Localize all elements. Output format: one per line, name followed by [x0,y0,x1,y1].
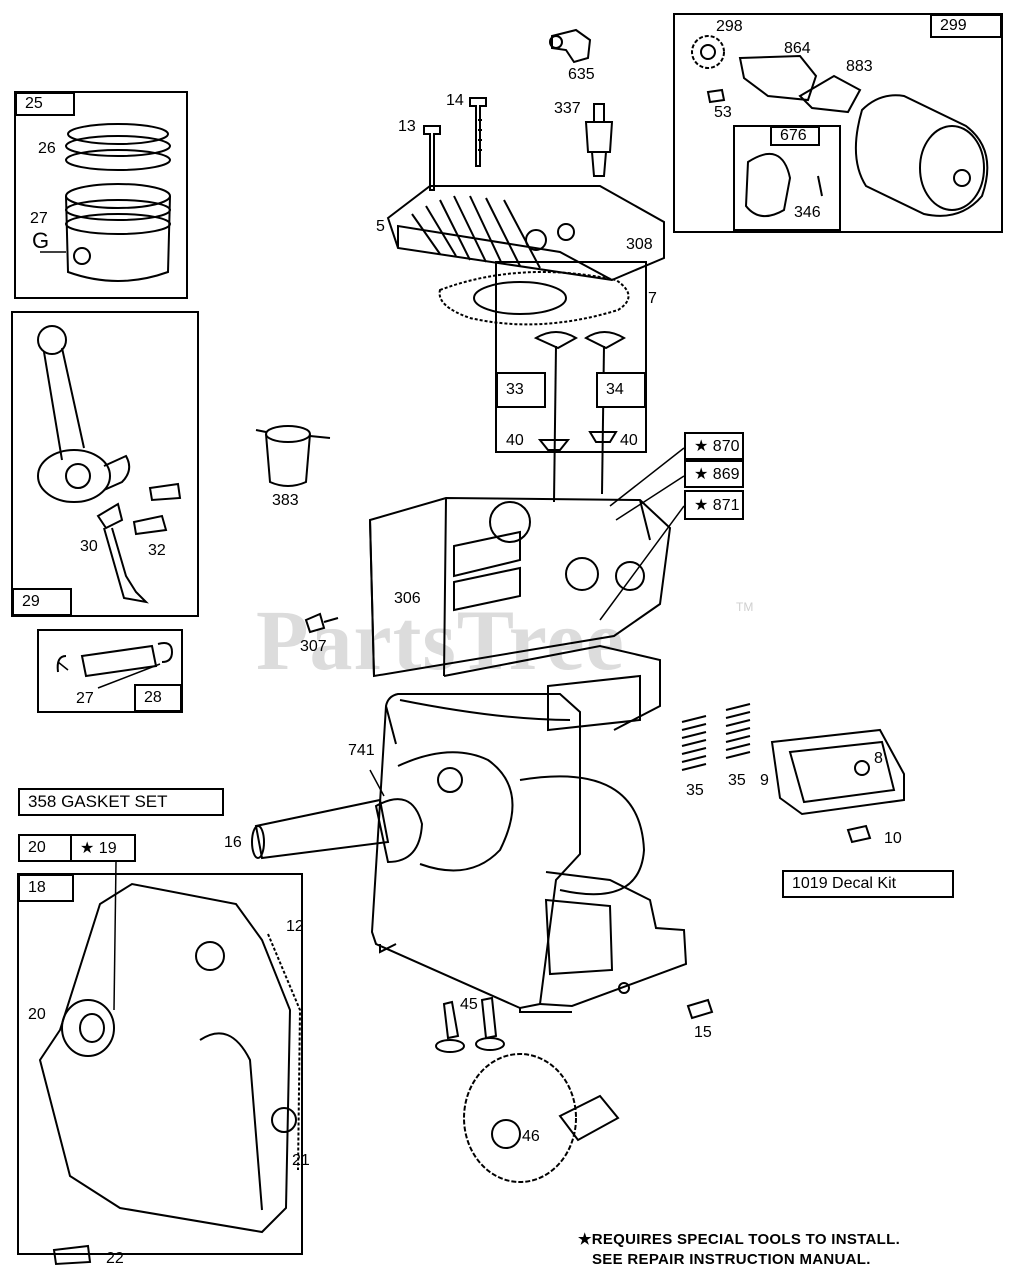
note-line-1: ★REQUIRES SPECIAL TOOLS TO INSTALL. [578,1231,901,1248]
gasket-set-label: 358 GASKET SET [18,788,224,816]
head-bolts [423,97,487,191]
crankshaft-741 [251,751,514,872]
part-label-35-left: 35 [686,782,704,799]
part-label-10: 10 [884,830,902,847]
part-label-26: 26 [38,140,56,157]
piston-box-frame [14,91,188,299]
part-label-864: 864 [784,40,811,57]
leader-lines [40,251,685,1011]
starter-box-frame [673,13,1003,233]
part-label-15: 15 [694,1024,712,1041]
part-label-346: 346 [794,204,821,221]
special-tool-869: ★ 869 [684,460,744,488]
part-label-308: 308 [626,236,653,253]
head-gasket [438,271,630,326]
part-label-40-right: 40 [620,432,638,449]
part-label-22: 22 [106,1250,124,1267]
part-label-635: 635 [568,66,595,83]
screw-307 [304,612,339,634]
tappets-45 [435,996,505,1053]
pin-box-frame [37,629,183,713]
part-label-46: 46 [522,1128,540,1145]
trademark-mark: TM [736,600,754,614]
starter-box-label: 299 [930,14,1002,38]
box-20-label: 20 [18,834,72,862]
cam-gear-46 [463,1053,620,1183]
box-18-label: 18 [18,874,74,902]
valves [533,331,626,503]
starter-sub-label: 676 [770,126,820,146]
starter-parts [691,35,989,217]
part-label-8: 8 [874,750,883,767]
spark-plug-337 [584,103,614,177]
part-label-5: 5 [376,218,385,235]
retaining-ring-symbol: G [32,228,50,253]
part-label-27-pin: 27 [76,690,94,707]
cover-box-frame [17,873,303,1255]
rod-box-label: 29 [12,588,72,616]
cylinder-head [386,185,665,282]
part-label-337: 337 [554,100,581,117]
part-label-40-left: 40 [506,432,524,449]
valve-left-label: 33 [496,372,546,408]
part-label-883: 883 [846,58,873,75]
rod-box-frame [11,311,199,617]
part-label-32: 32 [148,542,166,559]
part-label-35-right: 35 [728,772,746,789]
connecting-rod-29 [37,325,182,604]
piston-box-label: 25 [15,92,75,116]
valve-right-label: 34 [596,372,646,408]
part-label-14: 14 [446,92,464,109]
piston-pin-28 [56,642,174,678]
valve-box-frame [495,261,647,453]
part-label-30: 30 [80,538,98,555]
breather-cover [770,728,905,844]
part-label-13: 13 [398,118,416,135]
part-label-27: 27 [30,210,48,227]
piston-25 [65,123,171,282]
part-label-45: 45 [460,996,478,1013]
part-label-741: 741 [348,742,375,759]
special-tool-871: ★ 871 [684,490,744,520]
box-19-label: ★ 19 [70,834,136,862]
bushing-383 [255,425,331,487]
pin-box-label: 28 [134,684,182,712]
side-cover-18 [38,882,302,1266]
note-line-2: SEE REPAIR INSTRUCTION MANUAL. [592,1251,871,1268]
part-label-16: 16 [224,834,242,851]
head-gasket-hole [473,281,567,315]
decal-kit-label: 1019 Decal Kit [782,870,954,898]
part-label-307: 307 [300,638,327,655]
part-label-383: 383 [272,492,299,509]
fitting-635 [549,28,592,64]
part-label-12: 12 [286,918,304,935]
special-tool-870: ★ 870 [684,432,744,460]
valve-springs [681,703,751,771]
part-label-9: 9 [760,772,769,789]
plug-15 [686,998,714,1020]
part-label-53: 53 [714,104,732,121]
part-label-21: 21 [292,1152,310,1169]
engine-block [368,496,688,1013]
watermark: PartsTree [256,592,625,688]
part-label-20: 20 [28,1006,46,1023]
special-tools-note: ★REQUIRES SPECIAL TOOLS TO INSTALL. SEE … [578,1230,900,1270]
part-label-306: 306 [394,590,421,607]
part-label-298: 298 [716,18,743,35]
part-label-7: 7 [648,290,657,307]
